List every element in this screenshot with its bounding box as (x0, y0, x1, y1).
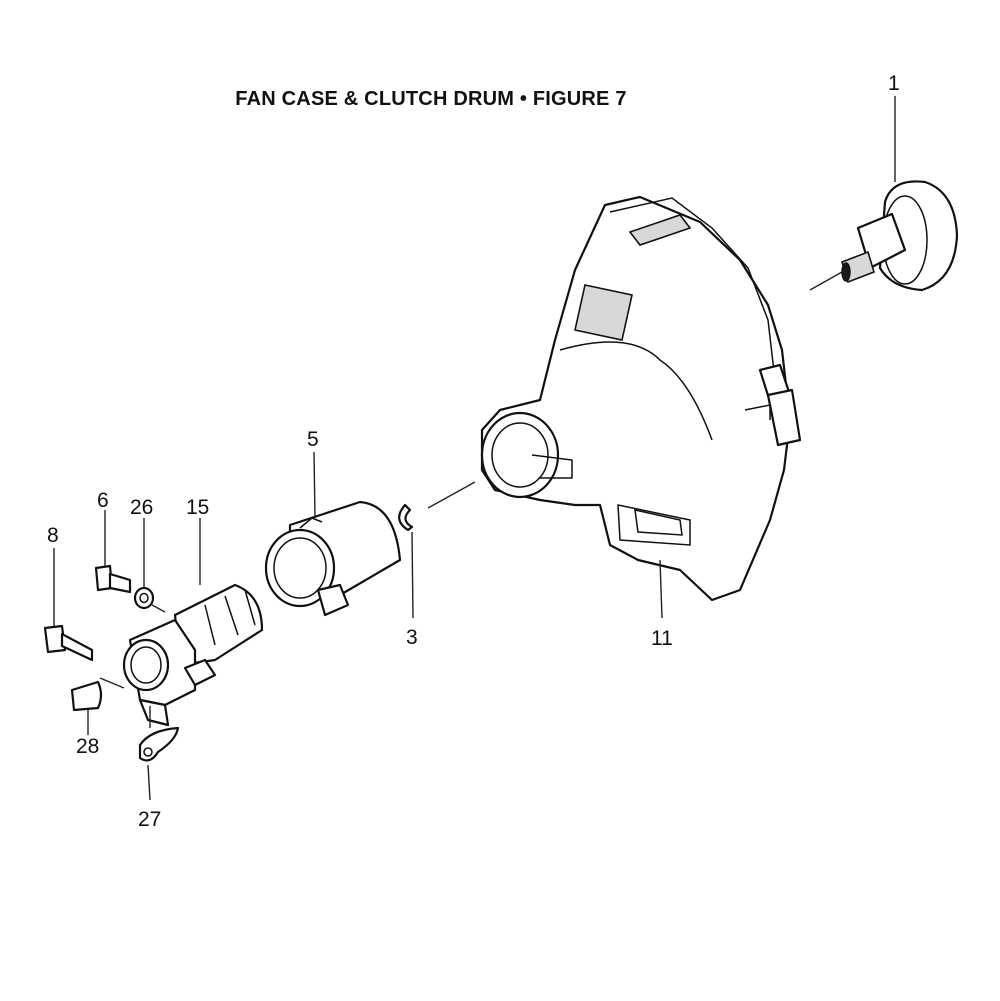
callout-27: 27 (138, 808, 161, 831)
figure-title: FAN CASE & CLUTCH DRUM • FIGURE 7 (235, 88, 627, 110)
callout-26: 26 (130, 496, 153, 519)
clamp-sleeve-part (264, 451, 402, 617)
cap-part (70, 680, 103, 735)
snap-ring-part (398, 481, 476, 619)
callout-5: 5 (307, 428, 319, 451)
callout-3: 3 (406, 626, 418, 649)
screw-part (94, 510, 166, 613)
callout-11: 11 (651, 627, 673, 650)
callout-6: 6 (97, 489, 109, 512)
fan-case-part (480, 195, 802, 619)
callout-8: 8 (47, 524, 59, 547)
washer-part (133, 518, 155, 610)
callout-1: 1 (888, 72, 900, 95)
callout-28: 28 (76, 735, 99, 758)
callout-15: 15 (186, 496, 209, 519)
bolt-part (43, 548, 125, 689)
tab-washer-part (138, 706, 180, 801)
handle-bracket-part (122, 518, 264, 727)
clutch-drum-part (809, 180, 959, 292)
